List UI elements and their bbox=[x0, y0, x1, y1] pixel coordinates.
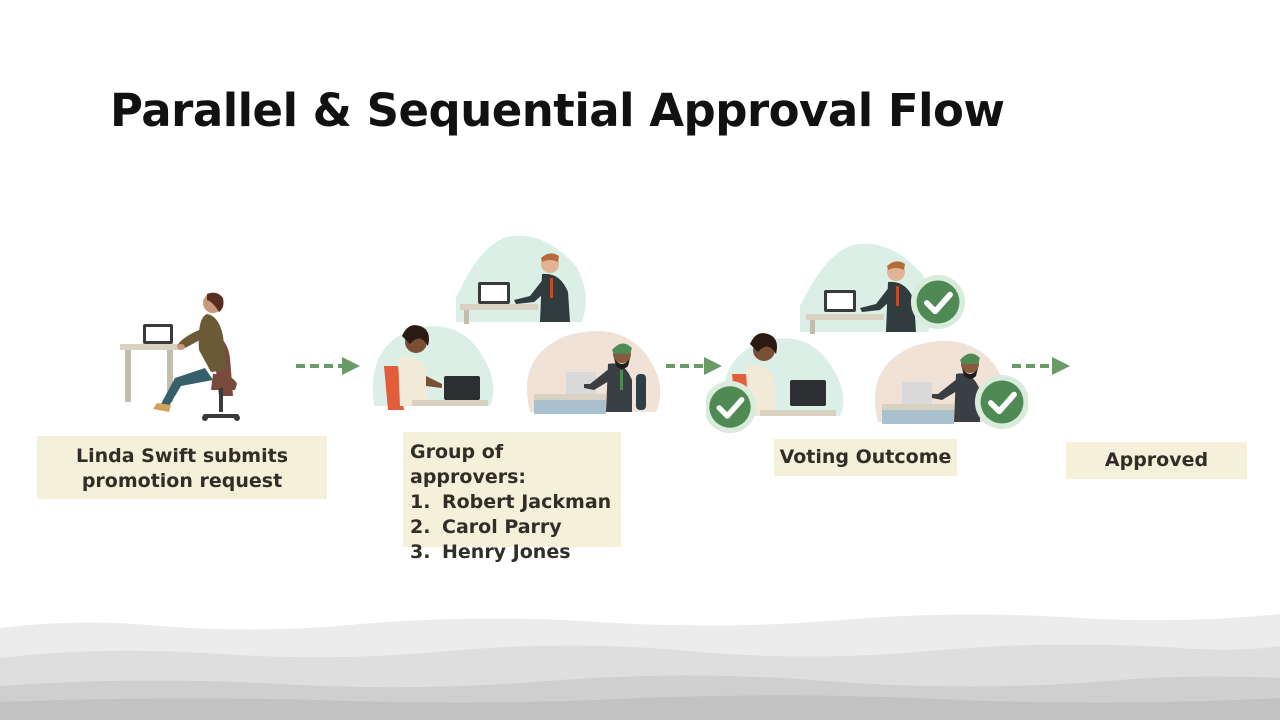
checkmark-icon bbox=[975, 375, 1028, 429]
dashed-arrow-icon bbox=[296, 357, 360, 375]
list-item: 2. Carol Parry bbox=[410, 515, 615, 540]
list-item: 1. Robert Jackman bbox=[410, 490, 615, 515]
dashed-arrow-icon bbox=[666, 357, 722, 375]
approver-name: Carol Parry bbox=[442, 516, 562, 538]
approver-number: 2. bbox=[410, 516, 431, 538]
dashed-arrow-icon bbox=[1012, 357, 1070, 375]
checkmark-icon bbox=[911, 275, 965, 329]
submit-line-2: promotion request bbox=[81, 470, 283, 492]
submit-request-label: Linda Swift submits promotion request bbox=[37, 436, 327, 499]
voting-outcome-illustration bbox=[706, 243, 1028, 436]
approvers-group-label: Group of approvers: 1. Robert Jackman 2.… bbox=[403, 432, 621, 563]
approver-number: 3. bbox=[410, 541, 431, 563]
landscape-footer-decoration bbox=[0, 614, 1280, 720]
page-title: Parallel & Sequential Approval Flow bbox=[110, 84, 1005, 137]
approved-label: Approved bbox=[1066, 442, 1247, 479]
approvers-heading: Group of approvers: bbox=[410, 441, 526, 488]
approvers-list: 1. Robert Jackman 2. Carol Parry 3. Henr… bbox=[410, 490, 615, 565]
voting-outcome-label: Voting Outcome bbox=[774, 439, 957, 476]
checkmark-icon bbox=[706, 381, 756, 433]
approvers-group-illustration bbox=[372, 235, 661, 414]
approver-name: Robert Jackman bbox=[442, 491, 612, 513]
linda-at-desk-illustration bbox=[120, 292, 240, 421]
approver-number: 1. bbox=[410, 491, 431, 513]
approver-name: Henry Jones bbox=[442, 541, 571, 563]
list-item: 3. Henry Jones bbox=[410, 540, 615, 565]
submit-line-1: Linda Swift submits bbox=[75, 445, 289, 467]
